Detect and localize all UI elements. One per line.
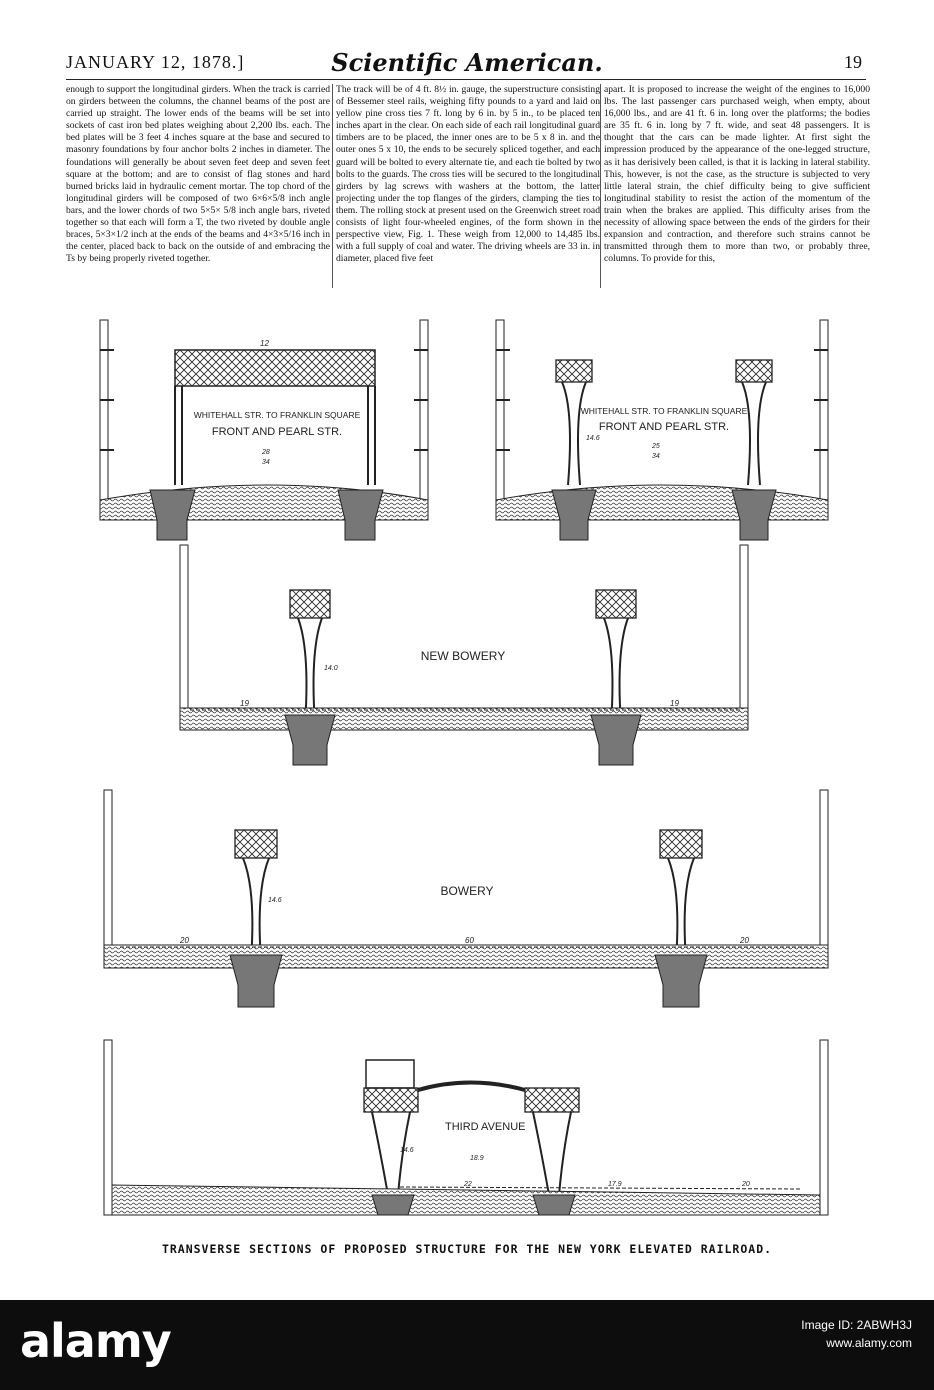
brand-logo: alamy: [20, 1314, 172, 1368]
figure-front-pearl-portal: 12 WHITEHALL STR. TO FRANKLIN SQUARE FRO…: [99, 319, 429, 541]
arched-girder: [417, 1080, 526, 1092]
fig5-title: THIRD AVENUE: [445, 1121, 525, 1133]
column-shaft-left: [561, 381, 587, 486]
dim-b: 34: [652, 453, 660, 460]
engineering-figures: 12 WHITEHALL STR. TO FRANKLIN SQUARE FRO…: [99, 319, 829, 1216]
watermark-footer: alamy Image ID: 2ABWH3J www.alamy.com: [0, 1300, 934, 1390]
header-rule: [66, 79, 866, 80]
column-cap-right: [595, 589, 637, 619]
text-column-1: enough to support the longitudinal girde…: [66, 84, 330, 265]
column-shafts: [371, 1111, 572, 1196]
building-facade-left: [103, 1039, 113, 1216]
dim-b: 34: [262, 459, 270, 466]
column-divider: [332, 84, 333, 288]
text-column-2: The track will be of 4 ft. 8½ in. gauge,…: [336, 84, 600, 265]
figure-new-bowery: NEW BOWERY 19 19 14.0: [179, 544, 749, 766]
dim-height-2: 18.9: [470, 1155, 484, 1162]
portal-girder: [174, 349, 376, 387]
column-foundations: [371, 1194, 576, 1216]
car-outline: [365, 1059, 415, 1089]
column-cap-left: [363, 1087, 419, 1113]
dim-height-1: 14.6: [400, 1147, 414, 1154]
column-foundations: [551, 489, 777, 541]
dim-right: 20: [739, 936, 749, 945]
column-cap-left: [234, 829, 278, 859]
dim-b: 17.9: [608, 1181, 622, 1188]
issue-date: JANUARY 12, 1878.]: [66, 52, 245, 72]
column-cap-left: [289, 589, 331, 619]
building-facade-left: [99, 319, 114, 521]
fig2-label-line2: FRONT AND PEARL STR.: [599, 421, 729, 433]
dim-a: 28: [261, 449, 270, 456]
dim-right: 19: [670, 699, 679, 708]
column-foundations: [229, 954, 708, 1008]
building-facade-right: [414, 319, 429, 521]
dim-mid: 60: [465, 936, 474, 945]
dim-height: 14.6: [586, 435, 600, 442]
fig4-title: BOWERY: [440, 884, 493, 898]
street-ground: [111, 1184, 821, 1216]
dim-a: 22: [463, 1181, 472, 1188]
fig1-label-line2: FRONT AND PEARL STR.: [212, 426, 342, 438]
street-ground: [495, 484, 829, 521]
building-facade-right: [819, 789, 829, 966]
building-facade-left: [103, 789, 113, 966]
figure-caption: TRANSVERSE SECTIONS OF PROPOSED STRUCTUR…: [161, 1242, 773, 1256]
dimension-line: [399, 1186, 801, 1190]
figure-third-avenue: THIRD AVENUE 22 17.9 20 14.6 18.9: [103, 1039, 829, 1216]
column-cap-left: [555, 359, 593, 383]
column-shaft-right: [741, 381, 767, 486]
site-url: www.alamy.com: [826, 1336, 912, 1350]
dim-c: 20: [741, 1181, 750, 1188]
building-facade-right: [819, 1039, 829, 1216]
column-cap-right: [659, 829, 703, 859]
portal-columns: [174, 386, 376, 485]
column-foundations: [284, 714, 642, 766]
text-column-3: apart. It is proposed to increase the we…: [604, 84, 870, 265]
dim-a: 25: [651, 443, 660, 450]
fig3-title: NEW BOWERY: [421, 649, 505, 663]
column-cap-right: [524, 1087, 580, 1113]
dim-left: 20: [179, 936, 189, 945]
newspaper-page: JANUARY 12, 1878.] Scientific American. …: [66, 48, 870, 1256]
page-number: 19: [844, 52, 862, 72]
dim-left: 19: [240, 699, 249, 708]
building-facade-right: [739, 544, 749, 716]
image-id: Image ID: 2ABWH3J: [801, 1318, 912, 1332]
building-facade-left: [179, 544, 189, 716]
dim-height: 14.6: [268, 897, 282, 904]
figure-front-pearl-columns: WHITEHALL STR. TO FRANKLIN SQUARE FRONT …: [495, 319, 829, 541]
street-ground: [103, 944, 829, 969]
dim-top: 12: [260, 339, 269, 348]
fig2-label-line1: WHITEHALL STR. TO FRANKLIN SQUARE: [581, 406, 748, 416]
fig1-label-line1: WHITEHALL STR. TO FRANKLIN SQUARE: [194, 410, 361, 420]
column-divider: [600, 84, 601, 288]
street-ground: [179, 707, 749, 731]
column-foundations: [149, 489, 384, 541]
building-facade-left: [495, 319, 510, 521]
dim-height: 14.0: [324, 665, 338, 672]
masthead: Scientific American.: [331, 48, 603, 77]
column-cap-right: [735, 359, 773, 383]
building-facade-right: [814, 319, 829, 521]
figure-bowery: BOWERY 20 60 20 14.6: [103, 789, 829, 1008]
